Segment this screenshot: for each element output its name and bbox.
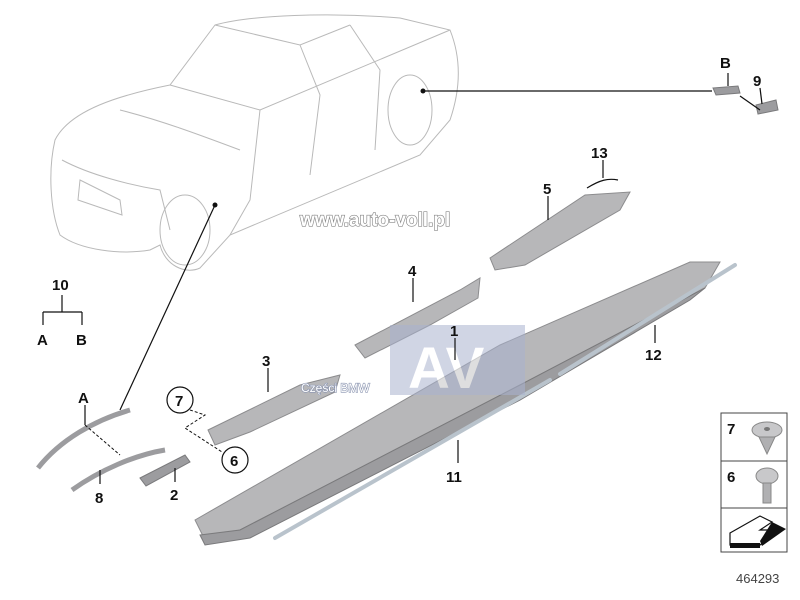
label-1: 1 [450,323,458,340]
leader-line-front [119,204,216,411]
label-13: 13 [591,145,608,162]
label-tree-b: B [76,332,87,349]
part-11-trim[interactable] [273,378,552,540]
label-a-arch: A [78,390,89,407]
label-4: 4 [408,263,417,280]
label-8: 8 [95,490,103,507]
label-10: 10 [52,277,69,294]
label-tree-a: A [37,332,48,349]
car-outline [50,14,459,271]
fastener-legend-box: 7 6 [720,412,788,553]
label-11: 11 [446,469,462,486]
part-8-arch[interactable] [70,447,166,493]
label-5: 5 [543,181,551,198]
legend-label-6: 6 [727,469,735,486]
part-b[interactable] [712,85,741,96]
label-6-circle: 6 [230,453,238,470]
label-2: 2 [170,487,178,504]
clip-icon [751,421,783,456]
part-5[interactable] [489,191,631,271]
part-2[interactable] [139,454,191,487]
watermark-logo-text: AV [408,336,485,401]
label-9: 9 [753,73,761,90]
label-12: 12 [645,347,662,364]
part-3[interactable] [207,374,341,446]
callout-7-circle [166,386,194,414]
part-4[interactable] [354,277,481,359]
screw-icon [755,467,779,504]
part-1-lower-edge [199,287,706,546]
label-7-circle: 7 [175,393,183,410]
callout-6-circle [221,446,249,474]
part-9[interactable] [755,99,779,115]
watermark-logo: AV [390,325,525,401]
label-b-top: B [720,55,731,72]
part-13[interactable] [586,178,619,189]
part-a-arch[interactable] [36,407,131,470]
watermark-url: www.auto-voll.pl [299,210,450,231]
diagram-number: 464293 [736,571,779,586]
part-12-trim[interactable] [558,263,737,376]
legend-label-7: 7 [727,421,735,438]
watermark-subtitle: Części BMW [301,381,370,395]
label-3: 3 [262,353,270,370]
arrow-direction-icon [729,515,786,548]
